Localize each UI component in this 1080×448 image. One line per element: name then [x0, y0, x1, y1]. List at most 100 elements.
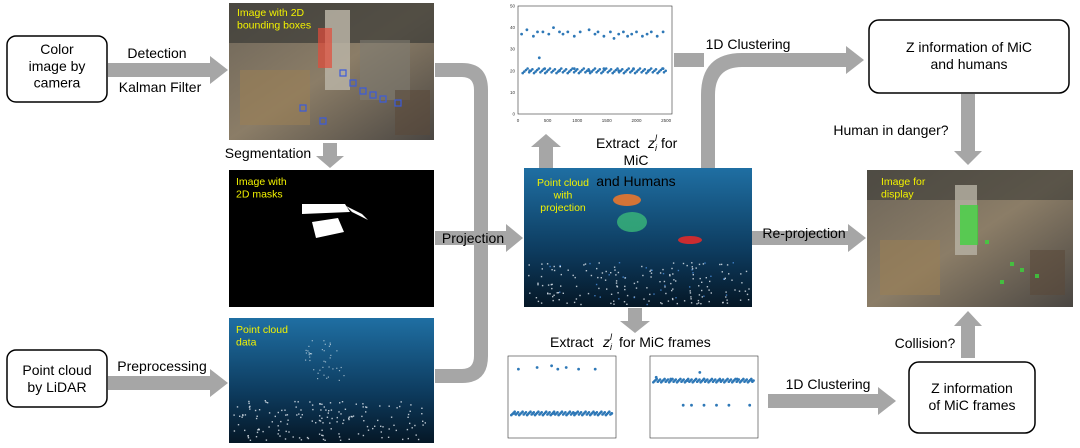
lidar-point — [233, 414, 235, 416]
extract-bottom-arrow — [620, 308, 650, 333]
lidar-point — [338, 370, 341, 372]
data-point — [593, 412, 597, 415]
extract-bottom-z: z — [602, 334, 610, 350]
band-point — [694, 377, 698, 381]
lidar-point — [388, 405, 390, 407]
lidar-point — [331, 417, 333, 420]
lidar-point — [237, 424, 240, 426]
lidar-points — [233, 340, 426, 441]
projection-point — [719, 263, 721, 266]
projection-point — [691, 262, 693, 264]
lidar-point — [341, 401, 344, 403]
data-point — [632, 67, 635, 70]
projection-point — [633, 296, 635, 299]
lidar-point — [417, 438, 420, 441]
data-point — [558, 69, 561, 73]
lidar-point — [285, 430, 287, 433]
lidar-point — [365, 406, 367, 408]
projection-point — [703, 295, 705, 297]
projection-point — [690, 298, 692, 300]
lidar-point — [313, 369, 315, 371]
projection-point — [547, 284, 550, 286]
lidar-point — [265, 439, 268, 441]
extract-top-word: Extract — [596, 135, 640, 151]
lidar-point — [277, 411, 279, 414]
projection-point — [550, 283, 552, 286]
band-point — [663, 377, 666, 381]
lidar-point — [306, 436, 309, 439]
projection-point — [747, 299, 750, 301]
projection-point — [598, 262, 600, 264]
projection-point — [670, 282, 672, 285]
collision-label: Collision? — [895, 335, 956, 351]
projection-point — [615, 274, 617, 276]
lidar-point — [382, 426, 384, 428]
lidar-point — [301, 414, 303, 416]
projection-point — [690, 302, 693, 304]
band-point — [714, 378, 717, 381]
lidar-point — [305, 359, 307, 361]
projection-point — [623, 301, 626, 303]
band-point — [598, 68, 602, 71]
band-point — [690, 378, 693, 381]
projection-point — [624, 277, 626, 279]
lidar-point — [307, 437, 310, 440]
lidar-point — [319, 420, 322, 422]
lidar-point — [311, 340, 313, 342]
projection-point — [665, 292, 667, 295]
band-point — [584, 410, 587, 414]
projection-point — [677, 269, 680, 272]
band-point — [624, 70, 627, 73]
projection-point — [643, 298, 645, 300]
projection-point — [664, 286, 666, 288]
band-point — [568, 70, 571, 73]
lidar-point — [236, 406, 239, 408]
projection-point — [641, 265, 643, 268]
lidar-point — [348, 416, 351, 418]
data-point — [520, 32, 523, 36]
lidar-point — [309, 401, 311, 403]
projection-point — [691, 269, 693, 271]
projection-point — [696, 303, 698, 305]
lidar-point — [343, 375, 345, 377]
projection-point — [676, 302, 678, 305]
projection-point — [575, 285, 578, 288]
projection-point — [594, 295, 596, 297]
projection-label: Projection — [442, 230, 504, 246]
projection-point — [617, 292, 619, 294]
data-point — [609, 30, 612, 34]
projection-point — [601, 272, 604, 274]
lidar-point — [407, 437, 409, 440]
band-point — [553, 68, 557, 71]
data-point — [645, 32, 649, 36]
projection-point — [721, 271, 723, 273]
projection-point — [616, 285, 618, 287]
projection-point — [551, 283, 553, 286]
projection-point — [650, 276, 652, 278]
band-point — [635, 70, 639, 73]
projection-point — [708, 300, 710, 303]
band-point — [590, 70, 594, 73]
projection-point — [540, 275, 543, 278]
projection-point — [663, 280, 666, 283]
lidar-point — [362, 434, 365, 437]
band-point — [654, 68, 658, 71]
data-point — [622, 30, 625, 34]
band-point — [564, 411, 567, 414]
lidar-point — [300, 409, 302, 411]
projection-point — [553, 294, 555, 296]
extract-top-z: z — [647, 135, 655, 151]
projection-point — [562, 292, 564, 294]
lidar-point — [268, 412, 271, 414]
preprocessing-arrow — [108, 369, 228, 397]
lidar-point — [322, 422, 324, 424]
projection-point — [724, 277, 726, 279]
data-point — [541, 30, 545, 34]
lidar-point — [309, 356, 311, 358]
projection-point — [560, 285, 562, 287]
lidar-point — [323, 340, 325, 342]
band-point — [579, 70, 582, 73]
lidar-point — [374, 425, 376, 427]
